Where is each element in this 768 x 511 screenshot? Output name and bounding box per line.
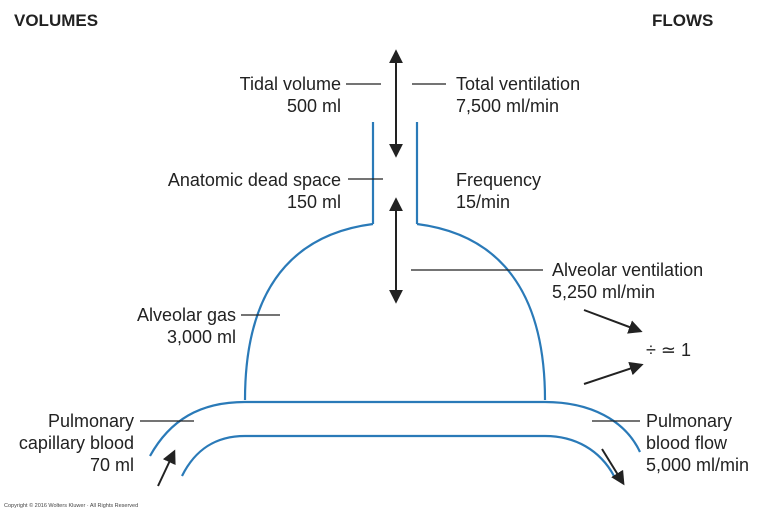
dead-space-value: 150 ml <box>287 192 341 212</box>
flow-arrows <box>157 309 644 487</box>
volumes-header: VOLUMES <box>14 11 98 30</box>
alveolar-dome <box>243 222 374 401</box>
leader-lines <box>140 83 640 422</box>
total-ventilation-value: 7,500 ml/min <box>456 96 559 116</box>
capillary-blood-value: 70 ml <box>90 455 134 475</box>
alveolar-gas-value: 3,000 ml <box>167 327 236 347</box>
outflow-arrow <box>601 448 625 486</box>
alveolar-dome-right <box>416 222 547 401</box>
capillary-blood-label-line1: Pulmonary <box>48 411 134 431</box>
ratio-arrow-down <box>583 309 643 334</box>
capillary-blood-label-line2: capillary blood <box>19 433 134 453</box>
ratio-label: ÷ ≃ 1 <box>646 340 691 360</box>
alveolar-ventilation-label: Alveolar ventilation <box>552 260 703 280</box>
flows-header: FLOWS <box>652 11 713 30</box>
copyright-notice: Copyright © 2016 Wolters Kluwer · All Ri… <box>4 502 138 509</box>
alveolar-ventilation-value: 5,250 ml/min <box>552 282 655 302</box>
tidal-volume-value: 500 ml <box>287 96 341 116</box>
tidal-volume-label: Tidal volume <box>240 74 341 94</box>
inflow-arrow <box>157 449 176 487</box>
dead-space-label: Anatomic dead space <box>168 170 341 190</box>
frequency-value: 15/min <box>456 192 510 212</box>
total-ventilation-label: Total ventilation <box>456 74 580 94</box>
blood-flow-label-line1: Pulmonary <box>646 411 732 431</box>
alveolar-gas-label: Alveolar gas <box>137 305 236 325</box>
ratio-arrow-up <box>583 361 644 385</box>
blood-flow-value: 5,000 ml/min <box>646 455 749 475</box>
frequency-label: Frequency <box>456 170 541 190</box>
capillary-upper-wall <box>149 400 641 457</box>
blood-flow-label-line2: blood flow <box>646 433 728 453</box>
lung-outline <box>149 122 641 477</box>
capillary-lower-wall <box>181 434 615 477</box>
